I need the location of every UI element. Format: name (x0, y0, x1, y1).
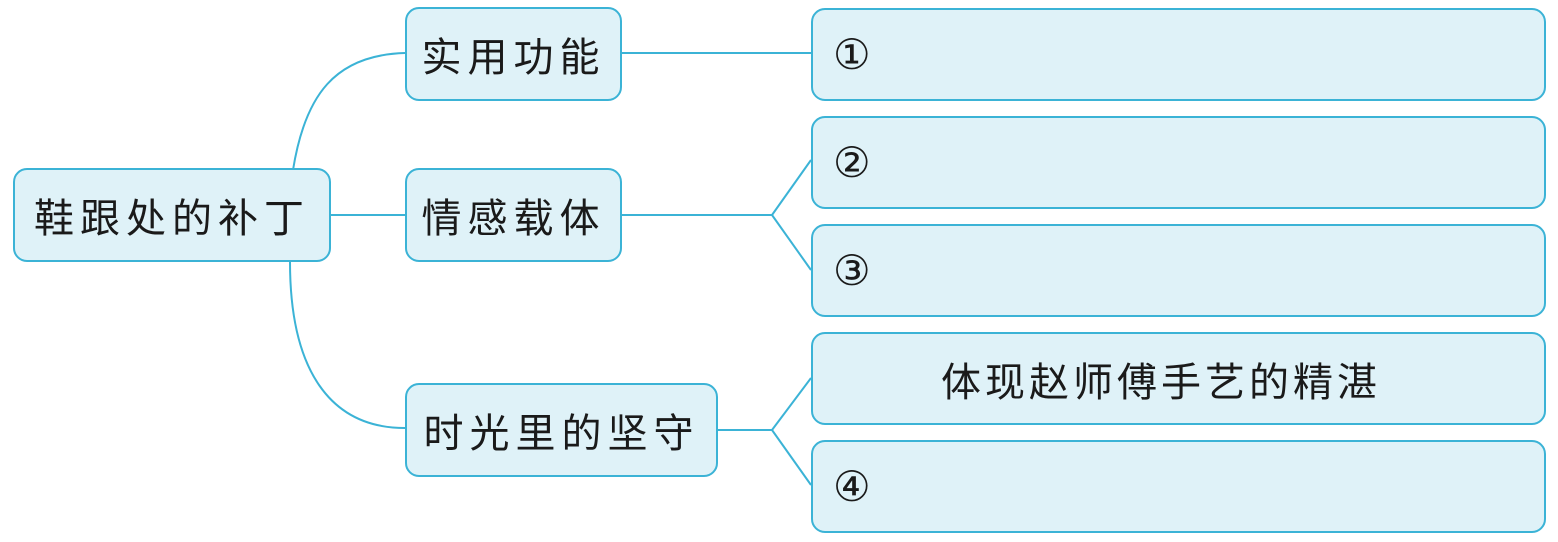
connector-branch-3-to-item-given (771, 377, 812, 431)
given-answer-box: 体现赵师傅手艺的精湛 (811, 332, 1546, 425)
connector-branch-2-to-item-3 (771, 214, 812, 271)
answer-marker: ③ (833, 246, 871, 295)
answer-box-2[interactable]: ② (811, 116, 1546, 209)
answer-box-3[interactable]: ③ (811, 224, 1546, 317)
connector-branch-3-to-item-4 (771, 429, 812, 486)
branch-label: 时光里的坚守 (423, 411, 700, 457)
branch-node-emotional: 情感载体 (405, 168, 622, 262)
answer-marker: ① (833, 30, 871, 79)
given-answer-text: 体现赵师傅手艺的精湛 (941, 359, 1381, 406)
root-node: 鞋跟处的补丁 (13, 168, 331, 262)
branch-label: 实用功能 (421, 35, 606, 81)
answer-marker: ④ (833, 462, 871, 511)
connector-root-to-branch-3 (289, 261, 406, 429)
connector-root-to-branch-1 (292, 52, 406, 171)
answer-box-4[interactable]: ④ (811, 440, 1546, 533)
root-label: 鞋跟处的补丁 (34, 196, 310, 242)
branch-node-practical: 实用功能 (405, 7, 622, 101)
branch-label: 情感载体 (421, 196, 606, 242)
connector-branch-2-to-item-2 (771, 159, 812, 216)
answer-marker: ② (833, 138, 871, 187)
answer-box-1[interactable]: ① (811, 8, 1546, 101)
branch-node-persistence: 时光里的坚守 (405, 383, 718, 477)
